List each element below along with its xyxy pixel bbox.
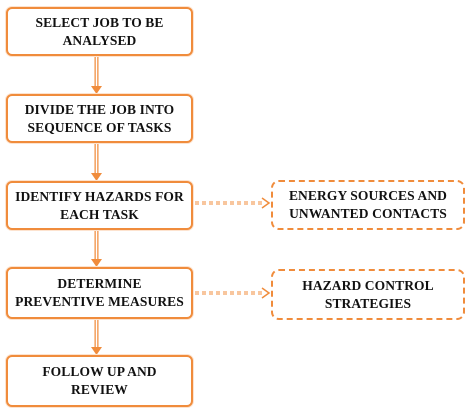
step-divide-job: DIVIDE THE JOB INTO SEQUENCE OF TASKS: [6, 94, 193, 143]
step-divide-job-label: DIVIDE THE JOB INTO SEQUENCE OF TASKS: [24, 101, 175, 135]
note-energy-sources: ENERGY SOURCES AND UNWANTED CONTACTS: [271, 180, 465, 230]
step-follow-up: FOLLOW UP AND REVIEW: [6, 355, 193, 407]
step-determine-measures: DETERMINE PREVENTIVE MEASURES: [6, 267, 193, 319]
down-arrow-1: [91, 56, 102, 94]
step-identify-hazards-label: IDENTIFY HAZARDS FOR EACH TASK: [15, 188, 184, 222]
step-determine-measures-label: DETERMINE PREVENTIVE MEASURES: [15, 276, 184, 309]
down-arrow-3: [91, 230, 102, 267]
note-hazard-control: HAZARD CONTROL STRATEGIES: [271, 269, 465, 320]
down-arrow-4: [91, 319, 102, 355]
side-arrow-2: [195, 287, 271, 299]
note-energy-sources-label: ENERGY SOURCES AND UNWANTED CONTACTS: [288, 188, 448, 221]
step-identify-hazards: IDENTIFY HAZARDS FOR EACH TASK: [6, 181, 193, 230]
side-arrow-1: [195, 197, 271, 209]
down-arrow-2: [91, 143, 102, 181]
step-select-job: SELECT JOB TO BE ANALYSED: [6, 7, 193, 56]
step-follow-up-label: FOLLOW UP AND REVIEW: [42, 364, 157, 397]
step-select-job-label: SELECT JOB TO BE ANALYSED: [35, 14, 164, 48]
note-hazard-control-label: HAZARD CONTROL STRATEGIES: [302, 277, 434, 311]
